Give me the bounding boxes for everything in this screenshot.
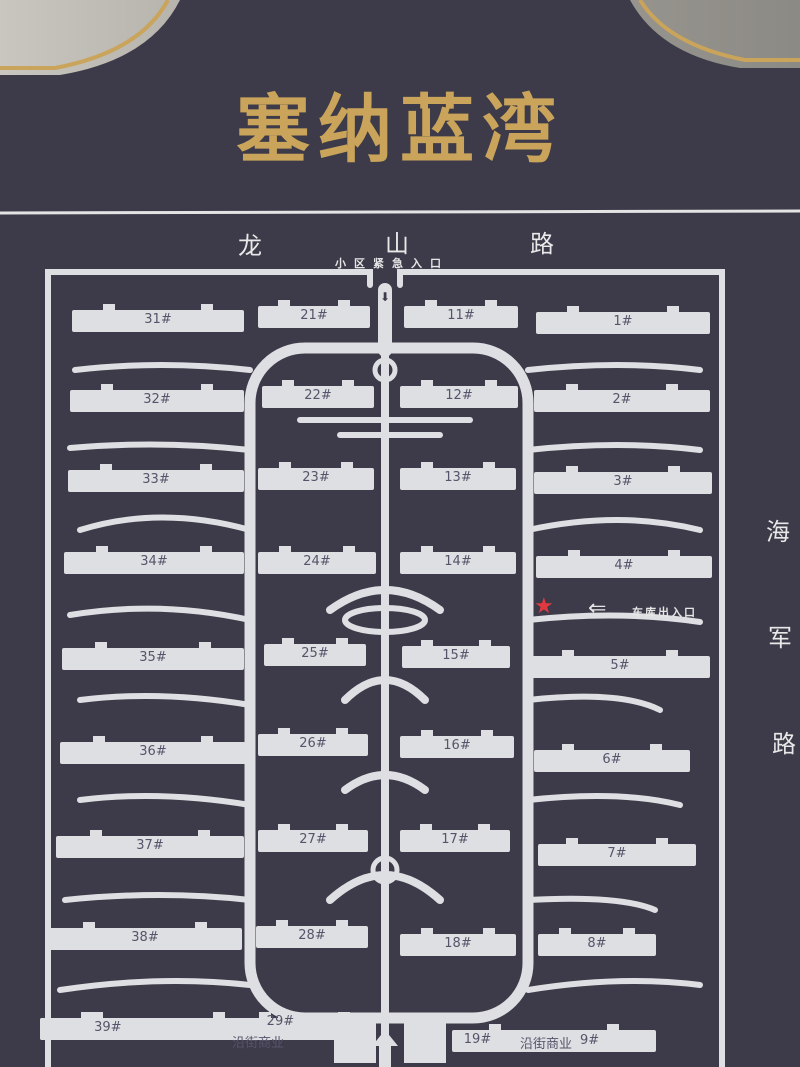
building-26: 26# <box>258 728 368 756</box>
building-27: 27# <box>258 824 368 852</box>
building-label: 13# <box>444 470 472 485</box>
facility-block-left <box>334 1015 376 1063</box>
building-17: 17# <box>400 824 510 852</box>
building-label: 39# <box>94 1020 122 1035</box>
building-21: 21# <box>258 300 370 328</box>
building-label: 15# <box>442 648 470 663</box>
building-16: 16# <box>400 730 514 758</box>
building-9-label: 9# <box>580 1033 600 1048</box>
building-33: 33# <box>68 464 244 492</box>
building-label: 5# <box>610 658 630 673</box>
building-label: 3# <box>613 474 633 489</box>
building-label: 1# <box>613 314 633 329</box>
building-label: 21# <box>300 308 328 323</box>
building-label: 14# <box>444 554 472 569</box>
building-25: 25# <box>264 638 366 666</box>
building-3: 3# <box>534 466 712 494</box>
building-label: 17# <box>441 832 469 847</box>
building-6: 6# <box>534 744 690 772</box>
building-label: 38# <box>131 930 159 945</box>
road-name-north-1: 龙 <box>238 232 262 260</box>
building-19: 19# <box>452 1024 656 1052</box>
building-label: 26# <box>299 736 327 751</box>
building-label: 7# <box>607 846 627 861</box>
facility-block-right <box>404 1015 446 1063</box>
street-shops-label-east: 沿街商业 <box>520 1037 573 1052</box>
building-label: 37# <box>136 838 164 853</box>
main-entrance-arrow-shaft <box>379 1045 391 1067</box>
building-label: 31# <box>144 312 172 327</box>
building-label: 8# <box>587 936 607 951</box>
building-label: 27# <box>299 832 327 847</box>
building-2: 2# <box>534 384 710 412</box>
building-label: 29# <box>266 1014 295 1029</box>
road-name-north-3: 路 <box>530 230 554 258</box>
building-18: 18# <box>400 928 516 956</box>
building-label: 33# <box>142 472 170 487</box>
building-39: 39# <box>40 1012 266 1040</box>
building-35: 35# <box>62 642 244 670</box>
building-34: 34# <box>64 546 244 574</box>
building-36: 36# <box>60 736 246 764</box>
building-label: 24# <box>303 554 331 569</box>
building-label: 35# <box>139 650 167 665</box>
community-title: 塞纳蓝湾 <box>236 87 564 173</box>
building-31: 31# <box>72 304 244 332</box>
building-label: 25# <box>301 646 329 661</box>
building-label: 6# <box>602 752 622 767</box>
building-22: 22# <box>262 380 374 408</box>
building-label: 12# <box>445 388 473 403</box>
street-shops-label-west: 沿街商业 <box>232 1036 285 1051</box>
building-7: 7# <box>538 838 696 866</box>
building-label: 36# <box>139 744 167 759</box>
building-38: 38# <box>48 922 242 950</box>
building-label: 34# <box>140 554 168 569</box>
road-name-north-2: 山 <box>385 230 409 258</box>
building-11: 11# <box>404 300 518 328</box>
garage-arrow-icon: ⇐ <box>588 596 607 621</box>
building-label: 18# <box>444 936 472 951</box>
main-entrance-arrow-icon <box>372 1030 398 1046</box>
building-label: 32# <box>143 392 171 407</box>
building-12: 12# <box>400 380 518 408</box>
building-label: 2# <box>612 392 632 407</box>
building-label: 4# <box>614 558 634 573</box>
building-1: 1# <box>536 306 710 334</box>
road-name-east-2: 军 <box>768 624 792 652</box>
road-name-east-1: 海 <box>766 518 790 546</box>
emergency-entrance-arrow-icon: ⬇ <box>380 290 391 304</box>
building-label: 16# <box>443 738 471 753</box>
building-14: 14# <box>400 546 516 574</box>
building-32: 32# <box>70 384 244 412</box>
building-13: 13# <box>400 462 516 490</box>
building-37: 37# <box>56 830 244 858</box>
emergency-entrance-label: 小区紧急入口 <box>335 257 449 270</box>
building-label: 11# <box>447 308 475 323</box>
building-5: 5# <box>530 650 710 678</box>
building-label: 22# <box>304 388 332 403</box>
road-name-east-3: 路 <box>772 730 796 758</box>
building-24: 24# <box>258 546 376 574</box>
building-28: 28# <box>256 920 368 948</box>
sign-frame <box>0 0 800 215</box>
building-4: 4# <box>536 550 712 578</box>
building-23: 23# <box>258 462 374 490</box>
building-label: 19# <box>463 1032 492 1047</box>
building-15: 15# <box>402 640 510 668</box>
building-label: 28# <box>298 928 326 943</box>
garage-entrance-label: 车库出入口 <box>632 606 697 619</box>
star-icon: ★ <box>534 594 554 619</box>
building-label: 23# <box>302 470 330 485</box>
building-8: 8# <box>538 928 656 956</box>
